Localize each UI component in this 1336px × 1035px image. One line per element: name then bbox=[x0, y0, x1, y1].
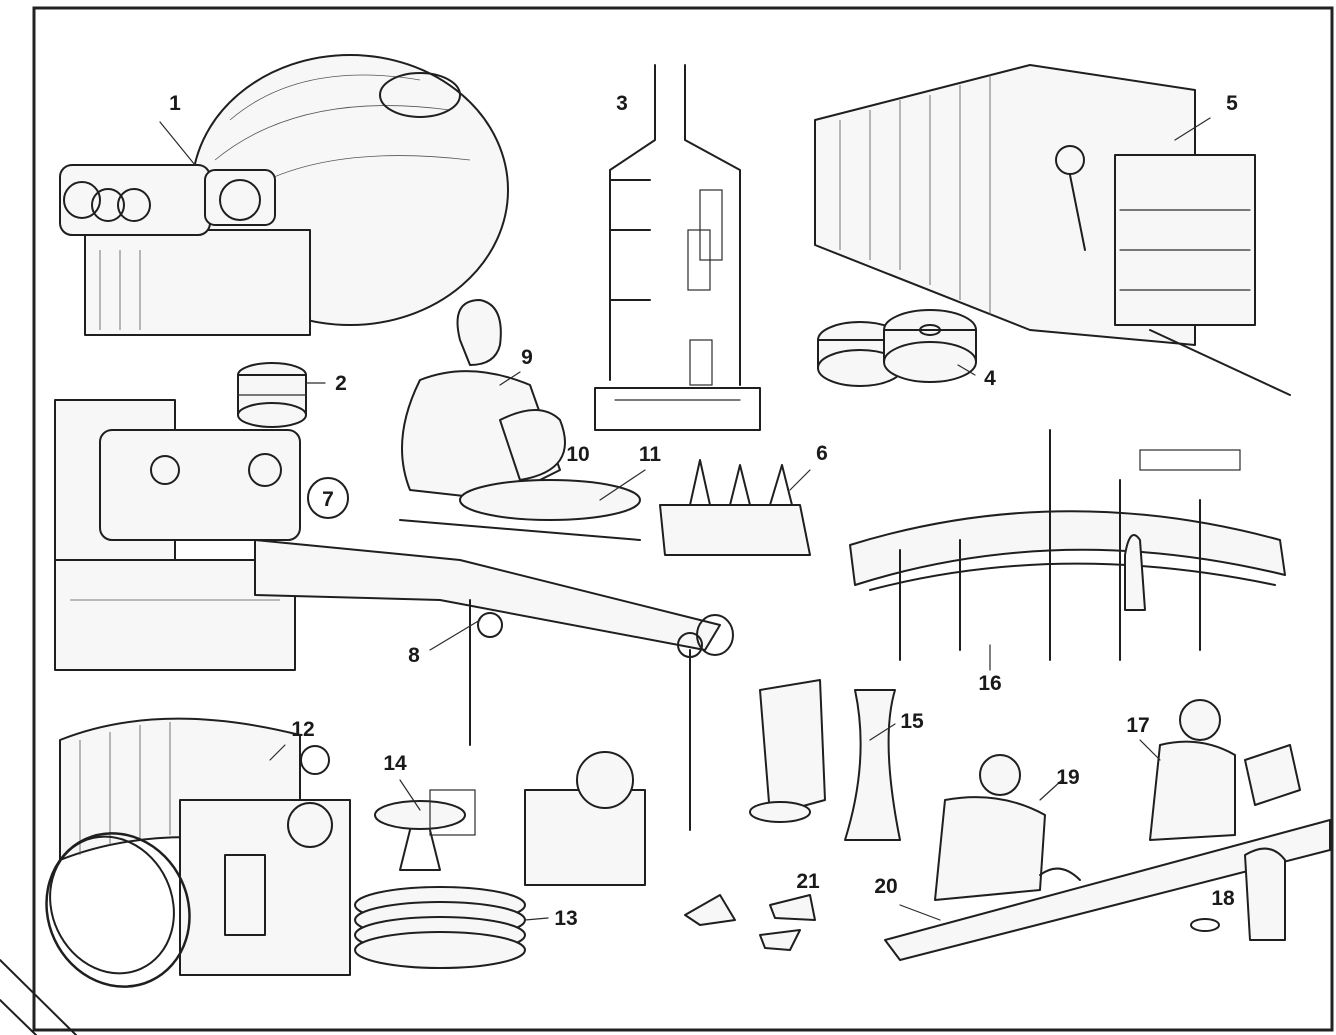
callout-21: 21 bbox=[796, 870, 820, 893]
callout-5: 5 bbox=[1226, 92, 1238, 115]
callout-8: 8 bbox=[408, 644, 420, 667]
callout-6: 6 bbox=[816, 442, 828, 465]
callout-9: 9 bbox=[521, 346, 533, 369]
callout-12: 12 bbox=[291, 718, 314, 741]
callout-2: 2 bbox=[335, 372, 347, 395]
callout-7: 7 bbox=[322, 488, 334, 511]
callout-14: 14 bbox=[383, 752, 407, 775]
callout-18: 18 bbox=[1211, 887, 1235, 910]
frame-corner-mark bbox=[0, 1000, 36, 1035]
callout-4: 4 bbox=[984, 367, 996, 390]
callout-15: 15 bbox=[900, 710, 924, 733]
callout-3: 3 bbox=[616, 92, 628, 115]
plate-stack-illustration bbox=[355, 887, 525, 968]
callout-1: 1 bbox=[169, 92, 181, 115]
filter-disc-illustration bbox=[238, 363, 306, 427]
callout-16: 16 bbox=[978, 672, 1001, 695]
callout-20: 20 bbox=[874, 875, 897, 898]
callout-10: 10 bbox=[566, 443, 589, 466]
callout-13: 13 bbox=[554, 907, 577, 930]
callout-19: 19 bbox=[1056, 766, 1079, 789]
callout-17: 17 bbox=[1126, 714, 1149, 737]
callout-11: 11 bbox=[639, 443, 662, 466]
